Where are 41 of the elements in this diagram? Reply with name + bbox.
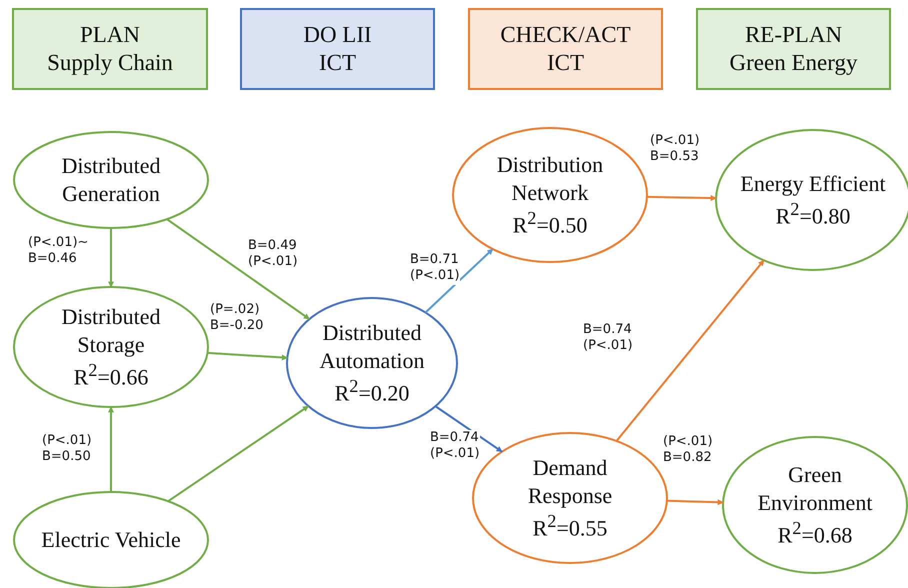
arrow bbox=[168, 405, 309, 502]
phase-box bbox=[696, 8, 891, 90]
node-text: R$^{2}$=0.20 bbox=[334, 374, 410, 408]
node-text: Distribution Network bbox=[496, 150, 604, 207]
node-text: ICT bbox=[546, 49, 584, 77]
node-text: Energy Efficient bbox=[740, 170, 886, 198]
construct-ellipse bbox=[12, 130, 210, 230]
node-text: Distributed Storage bbox=[60, 302, 162, 359]
node-text: Green Environment bbox=[756, 460, 874, 517]
construct-ellipse bbox=[12, 285, 210, 409]
construct-ellipse bbox=[721, 435, 908, 575]
phase-box bbox=[12, 8, 208, 90]
node-text: Distributed Generation bbox=[60, 152, 162, 208]
arrow bbox=[616, 260, 765, 442]
node-text: Demand Response bbox=[526, 454, 614, 510]
node-text: Electric Vehicle bbox=[41, 526, 181, 554]
arrow bbox=[108, 406, 114, 492]
construct-ellipse bbox=[285, 296, 459, 430]
node-text: Green Energy bbox=[730, 49, 858, 77]
arrow bbox=[207, 352, 288, 360]
phase-box bbox=[240, 8, 435, 90]
node-text: R$^{2}$=0.80 bbox=[776, 198, 850, 230]
node-text: R$^{2}$=0.66 bbox=[74, 358, 148, 392]
node-text: R$^{2}$=0.50 bbox=[512, 206, 588, 240]
node-text: RE-PLAN bbox=[744, 21, 842, 49]
node-text: Supply Chain bbox=[47, 49, 173, 77]
node-text: ICT bbox=[318, 49, 356, 77]
arrow bbox=[666, 499, 724, 506]
phase-box bbox=[468, 8, 663, 90]
edge-label: B=0.71 (P<.01) bbox=[410, 252, 460, 284]
node-text: R$^{2}$=0.68 bbox=[778, 516, 852, 550]
node-text: DO LII bbox=[303, 21, 372, 49]
arrow bbox=[424, 248, 494, 314]
node-text: Distributed Automation bbox=[318, 318, 426, 375]
arrow bbox=[434, 405, 503, 452]
arrow bbox=[166, 218, 310, 320]
node-text: CHECK/ACT bbox=[500, 21, 631, 49]
arrow bbox=[108, 228, 114, 288]
node-text: R$^{2}$=0.55 bbox=[532, 510, 608, 542]
node-text: PLAN bbox=[80, 21, 140, 49]
arrow bbox=[646, 195, 717, 202]
